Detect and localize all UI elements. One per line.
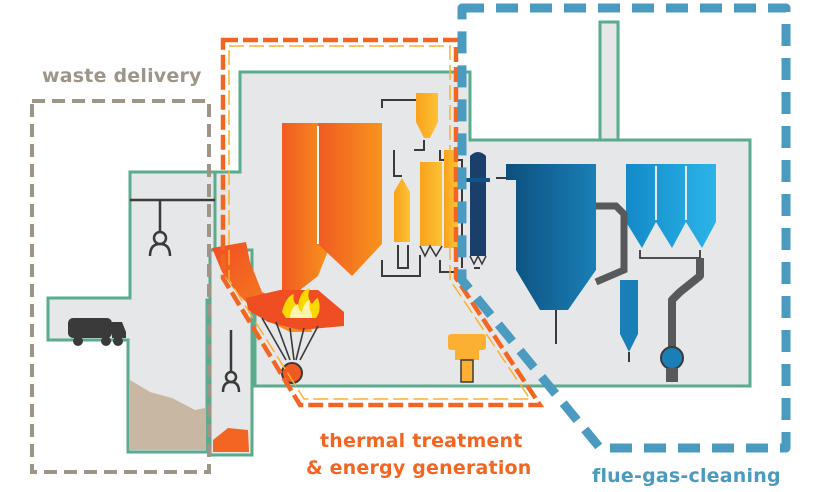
crane [130,198,215,232]
cyclone-small [416,93,438,138]
ash-collector [281,362,303,384]
duct-to-stack [668,258,704,348]
spray-absorber [506,164,596,310]
scr-reactor [470,152,486,256]
flue-gas-zone [457,3,791,453]
residue-silo [620,280,638,352]
grab-crane-icon [148,230,172,257]
heat-exchanger [420,162,442,246]
ash-discharge [261,317,319,361]
waste-pile [130,380,205,450]
pump-icon [660,346,684,382]
boiler-second-pass [318,123,382,276]
thermal-label-line1: thermal treatment [320,430,523,452]
feed-waste [213,428,249,452]
fabric-filter [626,164,716,248]
pump-unit [448,334,486,383]
thermal-zone-inner [228,45,532,400]
chimney [598,20,620,144]
economizer [394,178,410,242]
duct-absorber-to-filter [594,202,628,286]
thermal-label-line2: & energy generation [306,457,532,479]
flame-icon [282,288,320,318]
thermal-zone [220,37,545,408]
scr-band [466,178,490,182]
waste-delivery-zone [30,99,211,474]
truck-icon [68,318,126,346]
waste-delivery-label: waste delivery [42,65,202,87]
flue-gas-label: flue-gas-cleaning [592,465,781,487]
feed-grab-icon [221,330,241,393]
